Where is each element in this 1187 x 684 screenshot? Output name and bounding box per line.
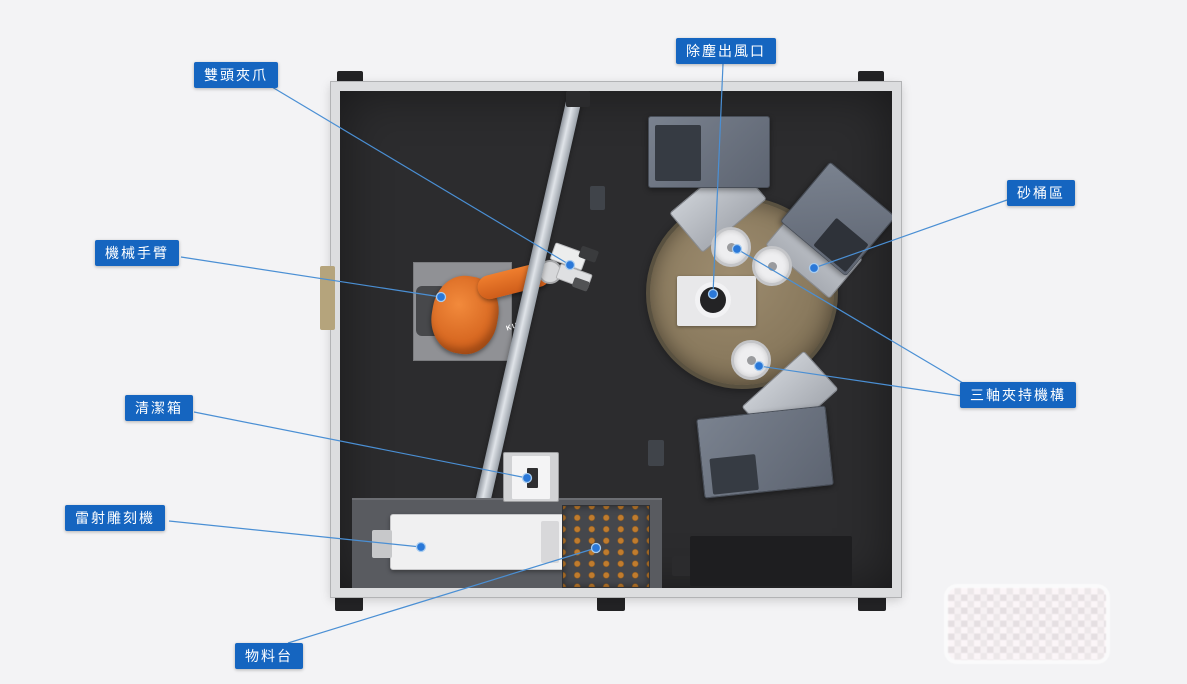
material-table-tray (562, 505, 650, 588)
three-axis-clamp-disc (711, 227, 751, 267)
equipment-unit-bottom (696, 405, 834, 499)
laser-engraver-endcap (372, 530, 392, 558)
cleaning-box-unit (503, 452, 559, 502)
equipment-dark-module (709, 454, 759, 495)
three-axis-clamp-disc (752, 246, 792, 286)
double-head-gripper (541, 235, 608, 302)
equipment-dark-module (655, 125, 701, 181)
equipment-unit-top (648, 116, 770, 188)
label-double-head-gripper: 雙頭夾爪 (194, 62, 278, 88)
label-sand-bucket-area: 砂桶區 (1007, 180, 1075, 206)
rail-joint (566, 91, 590, 107)
pixelated-watermark (948, 588, 1106, 660)
frame-foot (858, 595, 886, 611)
label-robot-arm: 機械手臂 (95, 240, 179, 266)
label-dust-outlet: 除塵出風口 (676, 38, 776, 64)
frame-bracket (337, 71, 363, 85)
label-cleaning-box: 清潔箱 (125, 395, 193, 421)
frame-foot (335, 595, 363, 611)
side-attachment (320, 266, 335, 330)
rail-joint (648, 440, 664, 466)
equipment-base-slab (690, 536, 852, 586)
label-three-axis-clamp: 三軸夾持機構 (960, 382, 1076, 408)
rail-joint (590, 186, 605, 210)
label-material-table: 物料台 (235, 643, 303, 669)
machine-interior: KUKA (340, 91, 892, 588)
frame-foot (597, 595, 625, 611)
laser-engraver-body (390, 514, 568, 570)
three-axis-clamp-disc (731, 340, 771, 380)
label-laser-engraver: 雷射雕刻機 (65, 505, 165, 531)
frame-bracket (858, 71, 884, 85)
dust-outlet-vent (700, 287, 726, 313)
